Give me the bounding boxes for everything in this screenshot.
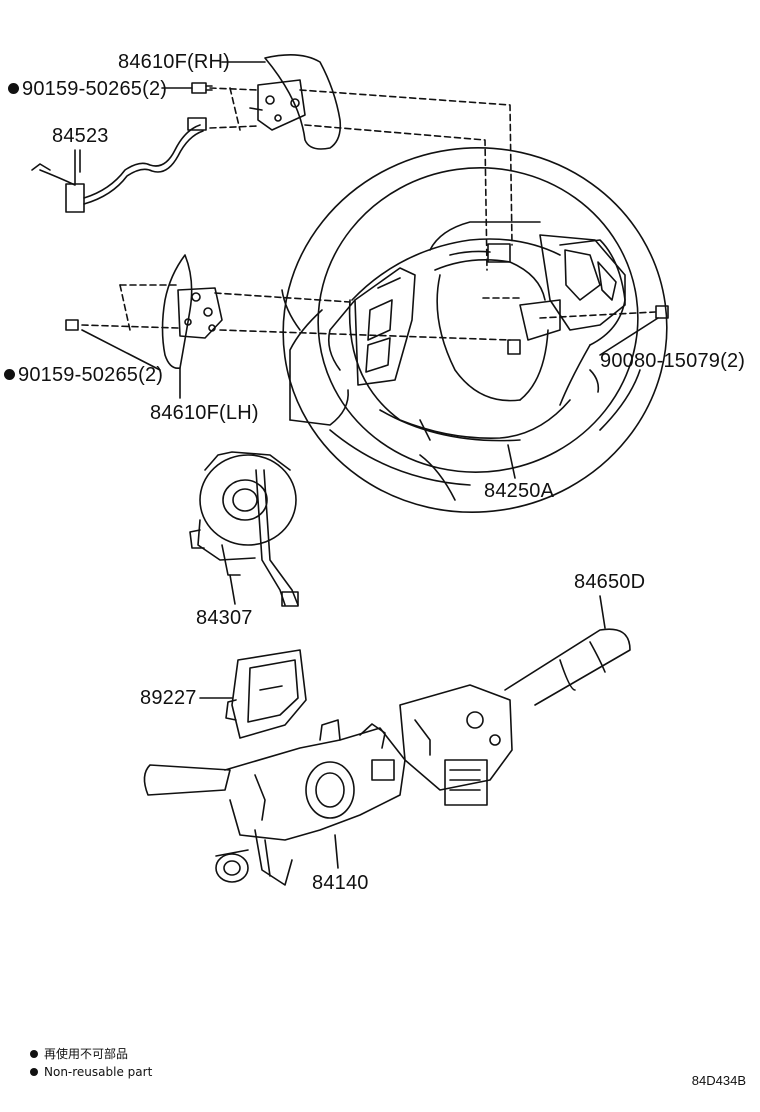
- label-paddle-rh: 84610F(RH): [118, 51, 231, 73]
- legend-jp: 再使用不可部品: [30, 1048, 128, 1060]
- paddle-shift-rh-drawing: [249, 54, 342, 150]
- label-screw-lh-group: 90159-50265(2): [4, 365, 163, 385]
- paddle-shift-lh-drawing: [161, 254, 223, 370]
- label-leader-lines: [79, 61, 659, 869]
- spiral-cable-drawing: [189, 451, 299, 607]
- steering-wheel-drawing: [281, 147, 668, 513]
- label-spiral-cable: 84307: [196, 607, 253, 629]
- legend-dot-icon: [30, 1050, 38, 1058]
- label-wiper-switch: 84650D: [574, 571, 646, 593]
- non-reusable-dot-icon: [4, 369, 15, 380]
- figure-code: 84D434B: [691, 1073, 746, 1088]
- leader-dashes-lh: [81, 284, 656, 341]
- label-screw-rh: 90159-50265(2): [22, 78, 168, 100]
- legend-en: Non-reusable part: [30, 1066, 152, 1078]
- wiper-switch-drawing: [399, 628, 631, 806]
- legend-jp-text: 再使用不可部品: [44, 1047, 129, 1061]
- legend-dot-icon: [30, 1068, 38, 1076]
- label-paddle-lh: 84610F(LH): [150, 402, 259, 424]
- non-reusable-dot-icon: [8, 83, 19, 94]
- screw-rh-drawing: [191, 82, 213, 94]
- label-combination-switch: 84140: [312, 872, 369, 894]
- screw-right-drawing: [655, 305, 669, 319]
- label-sensor: 89227: [140, 687, 197, 709]
- wire-harness-drawing: [31, 117, 207, 213]
- label-steering-wheel: 84250A: [484, 480, 555, 502]
- legend-en-text: Non-reusable part: [44, 1065, 153, 1079]
- screw-lh-drawing: [65, 319, 79, 331]
- label-wire-harness: 84523: [52, 125, 109, 147]
- sensor-drawing: [225, 649, 307, 739]
- combination-switch-drawing: [143, 719, 406, 886]
- label-screw-right: 90080-15079(2): [600, 350, 746, 372]
- label-screw-lh: 90159-50265(2): [18, 364, 164, 386]
- label-screw-rh-group: 90159-50265(2): [8, 79, 167, 99]
- leader-dashes-rh: [209, 87, 521, 299]
